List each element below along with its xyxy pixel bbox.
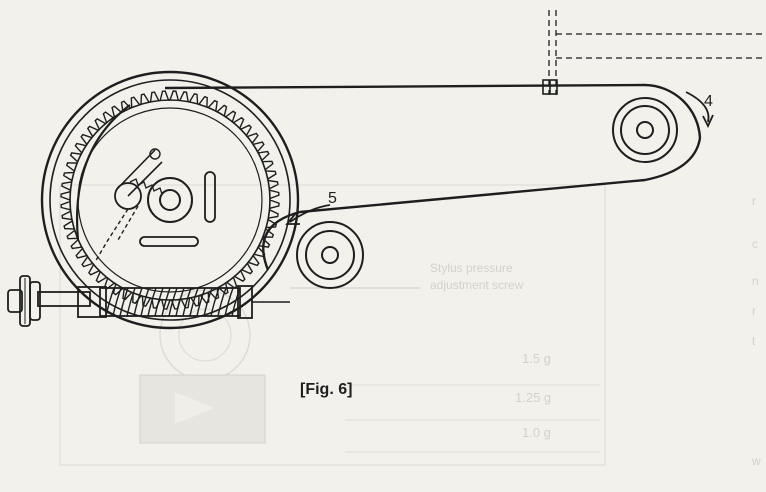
worm-thread	[182, 287, 192, 317]
figure-caption: [Fig. 6]	[300, 381, 352, 398]
callout-label-5: 5	[328, 190, 337, 207]
worm-thread	[231, 287, 241, 317]
worm-thread	[126, 287, 136, 317]
worm-thread	[154, 287, 164, 317]
worm-thread	[105, 287, 115, 317]
gear-teeth-outline	[60, 90, 280, 310]
svg-text:t: t	[752, 334, 756, 348]
svg-text:n: n	[752, 274, 759, 288]
worm-thread	[140, 287, 150, 317]
drive-belt	[164, 83, 702, 271]
right-pulley	[612, 97, 678, 163]
worm-thread	[224, 287, 234, 317]
worm-thread	[168, 287, 178, 317]
worm-thread	[133, 287, 143, 317]
worm-threads	[105, 287, 241, 317]
main-gear-assembly	[40, 70, 300, 330]
show-through-layer: Stylus pressure adjustment screw 1.5 g 1…	[59, 184, 761, 468]
show-through-value-1: 1.5 g	[522, 351, 551, 366]
show-through-value-2: 1.25 g	[515, 390, 551, 405]
worm-thread	[147, 287, 157, 317]
worm-thread	[175, 287, 185, 317]
svg-text:w: w	[751, 454, 761, 468]
worm-thread	[112, 287, 122, 317]
worm-thread	[217, 287, 227, 317]
worm-thread	[196, 287, 206, 317]
belt-clip	[542, 79, 558, 95]
worm-thread	[161, 287, 171, 317]
worm-thread	[210, 287, 220, 317]
arrow-4	[685, 91, 714, 129]
worm-thread	[189, 287, 199, 317]
idler-pulley	[296, 221, 364, 289]
worm-thread	[203, 287, 213, 317]
svg-text:r: r	[752, 194, 756, 208]
show-through-title-2: adjustment screw	[430, 278, 524, 292]
worm-thread	[119, 287, 129, 317]
show-through-title-1: Stylus pressure	[430, 261, 513, 275]
show-through-value-3: 1.0 g	[522, 425, 551, 440]
callout-label-4: 4	[704, 93, 713, 110]
tonearm-dashed-outline	[548, 10, 766, 95]
gear-teeth	[60, 90, 280, 310]
worm-gear-shaft	[7, 275, 290, 327]
svg-text:c: c	[752, 237, 758, 251]
svg-text:r: r	[752, 304, 756, 318]
arrow-5	[285, 204, 331, 225]
